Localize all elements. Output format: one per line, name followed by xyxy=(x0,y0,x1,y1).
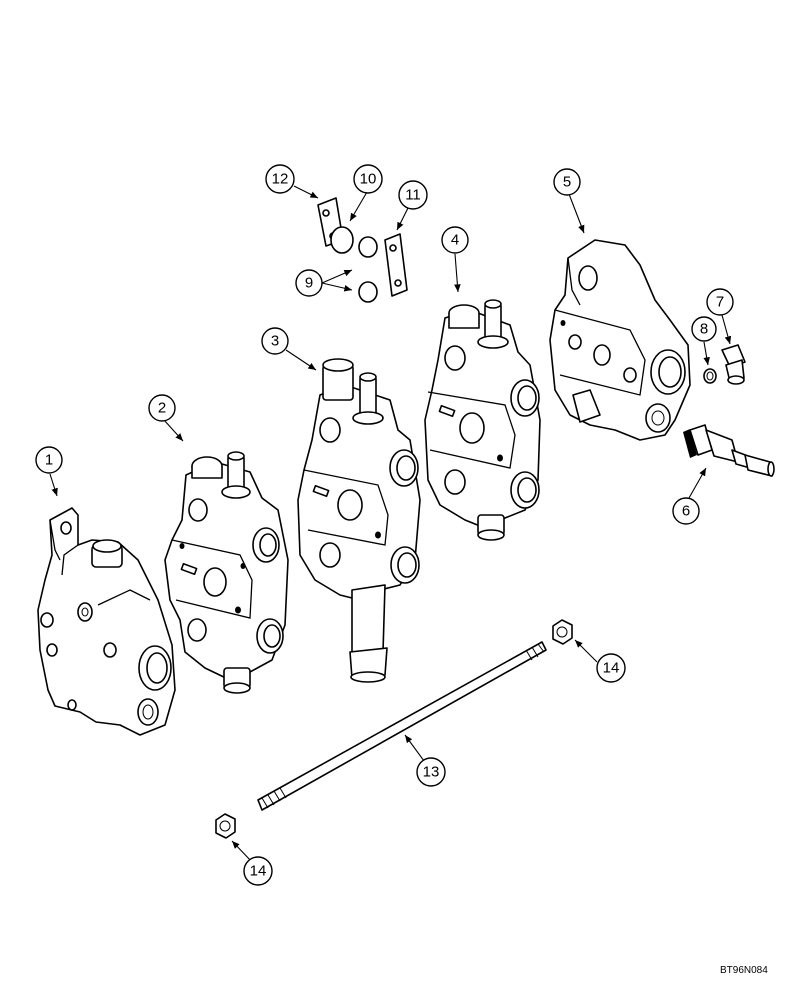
svg-text:9: 9 xyxy=(305,275,313,292)
o-ring-8 xyxy=(703,368,717,384)
callout-2: 2 xyxy=(148,394,176,422)
callout-13: 13 xyxy=(416,757,446,787)
valve-section-4 xyxy=(424,299,541,541)
svg-text:7: 7 xyxy=(716,294,724,311)
callout-9: 9 xyxy=(295,269,323,297)
callout-6: 6 xyxy=(672,497,700,525)
svg-text:14: 14 xyxy=(603,660,620,677)
callout-12: 12 xyxy=(265,164,295,194)
svg-text:14: 14 xyxy=(250,863,267,880)
drawing-reference-code: BT96N084 xyxy=(720,965,768,976)
callout-14-lower: 14 xyxy=(243,856,273,886)
relief-valve-6 xyxy=(683,424,775,477)
svg-text:4: 4 xyxy=(451,232,459,249)
o-ring-9b xyxy=(358,281,378,303)
nut-14-upper xyxy=(552,619,573,645)
svg-text:5: 5 xyxy=(563,174,571,191)
svg-text:3: 3 xyxy=(271,333,279,350)
nut-14-lower xyxy=(215,813,236,839)
o-ring-10 xyxy=(330,226,354,254)
callout-11: 11 xyxy=(398,180,428,210)
callout-1: 1 xyxy=(35,446,63,474)
leader-lines xyxy=(49,185,732,863)
svg-text:6: 6 xyxy=(682,503,690,520)
inlet-section-1 xyxy=(37,507,176,736)
callout-10: 10 xyxy=(353,164,383,194)
svg-text:1: 1 xyxy=(45,452,53,469)
callout-14-upper: 14 xyxy=(596,653,626,683)
valve-section-3 xyxy=(297,358,421,683)
svg-text:13: 13 xyxy=(423,764,440,781)
callout-7: 7 xyxy=(706,288,734,316)
plug-7 xyxy=(721,344,746,385)
callout-8: 8 xyxy=(691,316,717,342)
svg-text:12: 12 xyxy=(272,171,289,188)
callout-3: 3 xyxy=(261,327,289,355)
valve-section-2 xyxy=(164,451,289,694)
tie-rod-13 xyxy=(257,641,547,811)
svg-text:8: 8 xyxy=(700,321,708,338)
outlet-section-5 xyxy=(549,239,691,441)
callout-5: 5 xyxy=(553,168,581,196)
o-ring-9a xyxy=(358,236,378,258)
svg-text:10: 10 xyxy=(360,171,377,188)
svg-text:2: 2 xyxy=(158,400,166,417)
callout-4: 4 xyxy=(441,226,469,254)
svg-text:11: 11 xyxy=(405,187,421,204)
seal-plate-11 xyxy=(384,233,408,297)
